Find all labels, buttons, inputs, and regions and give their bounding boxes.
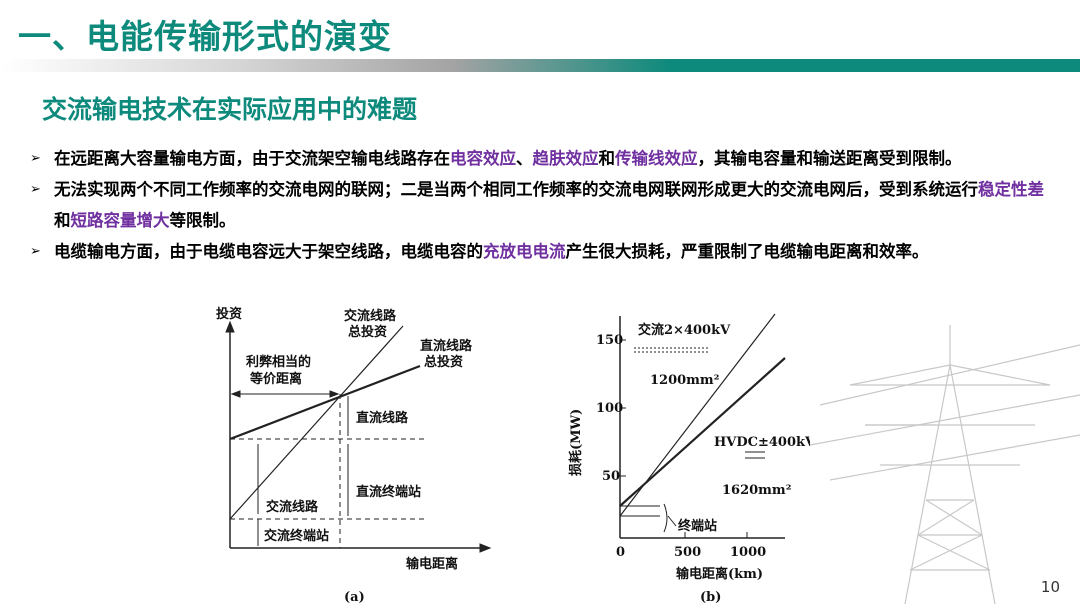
y-tick-50: 50 — [602, 469, 620, 484]
figure-b-loss-chart: 150 100 50 0 500 1000 输电距离(km) 损耗(MW) 交流… — [568, 313, 810, 604]
breakeven-label-1: 利弊相当的 — [246, 354, 311, 370]
dc-line-label: 直流线路 — [356, 410, 409, 426]
x-tick-500: 500 — [674, 545, 701, 560]
x-axis-label: 输电距离 — [406, 556, 458, 572]
bullet-item: ➢ 无法实现两个不同工作频率的交流电网的联网；二是当两个相同工作频率的交流电网联网… — [30, 174, 1060, 236]
bullet-text: 和 — [598, 149, 616, 168]
dc-total-label-1: 直流线路 — [420, 338, 473, 354]
bullet-arrow-icon: ➢ — [30, 151, 41, 166]
bullet-text: 无法实现两个不同工作频率的交流电网的联网；二是当两个相同工作频率的交流电网联网形… — [54, 180, 978, 199]
bullet-list: ➢在远距离大容量输电方面，由于交流架空输电线路存在电容效应、趋肤效应和传输线效应… — [30, 143, 1060, 267]
slide-title: 一、电能传输形式的演变 — [18, 17, 392, 56]
ac-line-label: 交流线路 — [266, 499, 319, 515]
bullet-text: 等限制。 — [169, 211, 236, 230]
dc-label: HVDC±400kV — [714, 435, 810, 450]
power-tower-image — [810, 325, 1080, 604]
breakeven-label-2: 等价距离 — [249, 371, 302, 387]
ac-total-label-1: 交流线路 — [344, 308, 397, 324]
y-axis-label: 损耗(MW) — [568, 409, 584, 476]
bullet-text: ，其输电容量和输送距离受到限制。 — [697, 149, 962, 168]
y-axis-label: 投资 — [216, 306, 242, 322]
ac-total-label-2: 总投资 — [348, 324, 387, 340]
highlight-term: 短路容量增大 — [70, 211, 170, 230]
header-bar — [0, 59, 1080, 72]
x-tick-0: 0 — [616, 545, 625, 560]
dc-area-label: 1620mm² — [722, 483, 791, 498]
highlight-term: 充放电电流 — [483, 242, 566, 261]
ac-area-label: 1200mm² — [650, 373, 719, 388]
terminal-label: 终端站 — [678, 518, 717, 534]
bullet-text: 和 — [54, 211, 71, 230]
ac-terminal-label: 交流终端站 — [264, 528, 329, 544]
bullet-text: 电缆输电方面，由于电缆电容远大于架空线路，电缆电容的 — [54, 242, 483, 261]
dc-total-label-2: 总投资 — [424, 354, 463, 370]
bullet-text: 产生很大损耗，严重限制了电缆输电距离和效率。 — [565, 242, 929, 261]
highlight-term: 趋肤效应 — [532, 149, 599, 168]
y-tick-100: 100 — [596, 401, 623, 416]
ac-label: 交流2×400kV — [638, 322, 731, 338]
y-tick-150: 150 — [596, 333, 623, 348]
highlight-term: 传输线效应 — [615, 149, 698, 168]
dc-terminal-label: 直流终端站 — [356, 484, 421, 500]
figure-a-investment-chart: 投资 输电距离 交流线路 总投资 直流线路 总投资 利弊相当的 等价距离 直流线… — [216, 306, 492, 604]
figure-b-caption: (b) — [700, 590, 721, 604]
bullet-text: 在远距离大容量输电方面，由于交流架空输电线路存在 — [54, 149, 450, 168]
x-tick-1000: 1000 — [730, 545, 766, 560]
highlight-term: 电容效应 — [450, 149, 516, 168]
bullet-item: ➢ 在远距离大容量输电方面，由于交流架空输电线路存在电容效应、趋肤效应和传输线效应… — [30, 143, 1060, 174]
bullet-item: ➢ 电缆输电方面，由于电缆电容远大于架空线路，电缆电容的充放电电流产生很大损耗，严… — [30, 236, 1060, 267]
highlight-term: 稳定性差 — [978, 180, 1044, 199]
x-axis-label: 输电距离(km) — [676, 566, 763, 582]
bullet-text: 、 — [516, 149, 533, 168]
bullet-arrow-icon: ➢ — [30, 244, 41, 259]
page-number: 10 — [1040, 578, 1060, 596]
figure-a-caption: (a) — [344, 590, 365, 604]
section-subtitle: 交流输电技术在实际应用中的难题 — [42, 95, 418, 124]
bullet-arrow-icon: ➢ — [30, 182, 41, 197]
